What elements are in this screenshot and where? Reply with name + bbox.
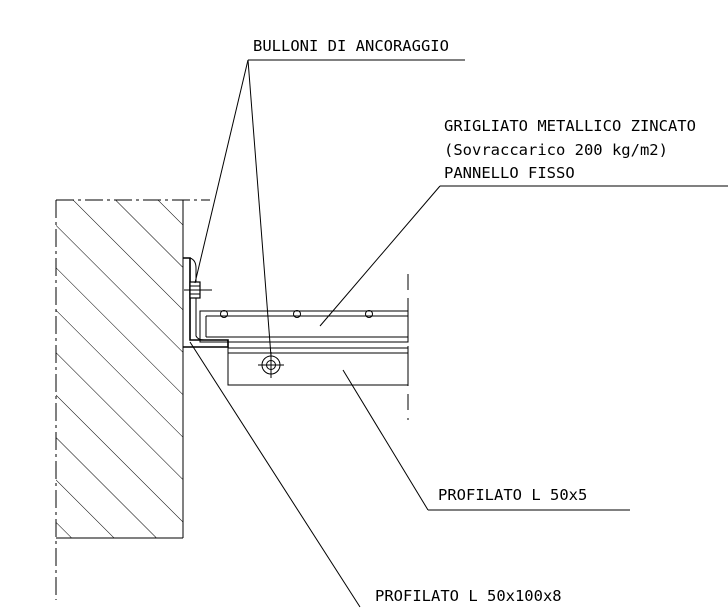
- label-grating-line2: (Sovraccarico 200 kg/m2): [444, 141, 668, 159]
- wall-anchor-bolt: [184, 281, 212, 299]
- label-grating-line3: PANNELLO FISSO: [444, 164, 575, 182]
- label-anchor-bolts: BULLONI DI ANCORAGGIO: [253, 37, 449, 55]
- grating-panel: [199, 310, 409, 343]
- label-profile-large: PROFILATO L 50x100x8: [375, 587, 562, 605]
- label-grating-line1: GRIGLIATO METALLICO ZINCATO: [444, 117, 696, 135]
- leader-lines: [189, 59, 728, 608]
- grating-bolt: [258, 352, 284, 378]
- angle-profile-small: [227, 347, 409, 386]
- label-profile-small: PROFILATO L 50x5: [438, 486, 587, 504]
- angle-profile-large: [183, 257, 229, 348]
- wall-section: [55, 199, 210, 600]
